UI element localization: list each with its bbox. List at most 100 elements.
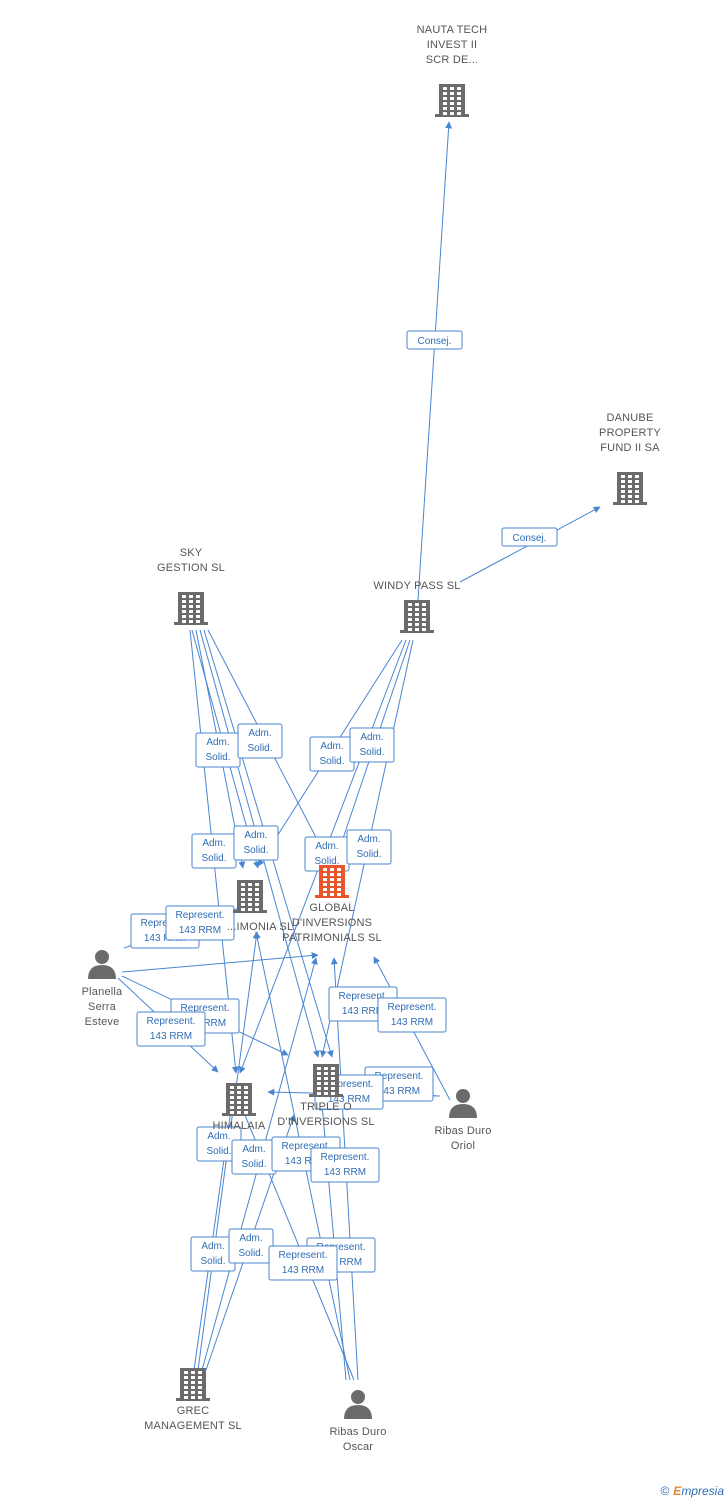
building-window: [408, 613, 412, 616]
edge-label[interactable]: Represent.143 RRM: [377, 997, 447, 1033]
edge-label-text: Represent.: [141, 918, 190, 929]
building-window: [324, 1072, 328, 1075]
building-window: [415, 628, 419, 631]
node-himalaia[interactable]: HIMALAIA: [213, 1083, 266, 1132]
edge-label-box: [501, 527, 558, 547]
node-label: HIMALAIA: [213, 1120, 266, 1132]
building-window: [331, 1092, 335, 1095]
building-window: [182, 605, 186, 608]
building-window: [408, 628, 412, 631]
building-icon: [174, 592, 208, 625]
node-label: PROPERTY: [599, 427, 661, 439]
edge-label[interactable]: Adm.Solid.: [346, 829, 392, 865]
edge-label[interactable]: Consej.: [501, 527, 558, 547]
building-window: [189, 600, 193, 603]
edge-label[interactable]: Represent.143 RRM: [310, 1147, 380, 1183]
building-window: [443, 107, 447, 110]
building-window: [189, 610, 193, 613]
building-icon: [435, 84, 469, 117]
edge-label[interactable]: Adm.Solid.: [304, 836, 350, 872]
building-window: [331, 1077, 335, 1080]
building-window: [443, 112, 447, 115]
building-window: [230, 1106, 234, 1109]
building-window: [628, 480, 632, 483]
building-window: [196, 600, 200, 603]
edge-label[interactable]: Consej.: [406, 330, 463, 350]
node-label: SCR DE...: [426, 54, 479, 66]
building-window: [422, 613, 426, 616]
edge-label[interactable]: Adm.Solid.: [190, 1236, 236, 1272]
building-window: [198, 1376, 202, 1379]
building-window: [182, 610, 186, 613]
building-window: [248, 898, 252, 901]
edge-label[interactable]: Represent.143 RRM: [136, 1011, 206, 1047]
building-window: [184, 1381, 188, 1384]
building-window: [230, 1091, 234, 1094]
building-window: [443, 97, 447, 100]
edge-label-box: [268, 1245, 338, 1281]
building-window: [635, 480, 639, 483]
building-window: [415, 623, 419, 626]
edge-label[interactable]: Represent.143 RRM: [165, 905, 235, 941]
building-window: [244, 1086, 248, 1089]
edge-label-text: 143 RRM: [328, 1094, 370, 1105]
building-icon: [400, 600, 434, 633]
edge-label-text: Adm.: [242, 1144, 265, 1155]
building-window: [184, 1386, 188, 1389]
building-window: [408, 618, 412, 621]
edge-label-text: Solid.: [247, 743, 272, 754]
building-window: [317, 1077, 321, 1080]
edge-line: [121, 952, 319, 973]
copyright-symbol: ©: [660, 1484, 670, 1498]
node-label: Planella: [82, 986, 123, 998]
building-window: [184, 1396, 188, 1399]
edge-label[interactable]: Adm.Solid.: [237, 723, 283, 759]
building-window: [255, 908, 259, 911]
edge-label[interactable]: Adm.Solid.: [195, 732, 241, 768]
node-patrimonia[interactable]: ...IMONIA SL: [227, 880, 294, 933]
node-label: Serra: [88, 1001, 117, 1013]
edge-label-box: [310, 1147, 380, 1183]
building-window: [628, 475, 632, 478]
node-windy[interactable]: WINDY PASS SL: [373, 580, 460, 633]
edge-label[interactable]: Represent.143 RRM: [268, 1245, 338, 1281]
building-window: [330, 883, 334, 886]
building-window: [198, 1381, 202, 1384]
building-window: [621, 495, 625, 498]
building-window: [330, 893, 334, 896]
edge-label[interactable]: Adm.Solid.: [349, 727, 395, 763]
building-window: [635, 490, 639, 493]
person-body: [449, 1104, 477, 1118]
edge-label[interactable]: Adm.Solid.: [233, 825, 279, 861]
edge-label[interactable]: Adm.Solid.: [228, 1228, 274, 1264]
building-window: [415, 608, 419, 611]
building-window: [323, 873, 327, 876]
building-window: [241, 888, 245, 891]
building-window: [621, 480, 625, 483]
building-window: [184, 1391, 188, 1394]
building-window: [457, 97, 461, 100]
edge-label[interactable]: Adm.Solid.: [231, 1139, 277, 1175]
edge-label-text: 143 RRM: [144, 933, 186, 944]
building-window: [189, 615, 193, 618]
node-label: TRIPLE O: [300, 1101, 352, 1113]
edge-label-text: Adm.: [207, 1131, 230, 1142]
edge-label[interactable]: Adm.Solid.: [309, 736, 355, 772]
node-triple[interactable]: TRIPLE OD'INVERSIONS SL: [277, 1064, 375, 1128]
building-window: [330, 878, 334, 881]
building-base: [315, 895, 349, 898]
edge-label[interactable]: Adm.Solid.: [191, 833, 237, 869]
person-head: [95, 950, 109, 964]
edge-label-text: Represent.: [181, 1003, 230, 1014]
building-window: [415, 613, 419, 616]
building-window: [621, 490, 625, 493]
node-label: INVEST II: [427, 39, 478, 51]
